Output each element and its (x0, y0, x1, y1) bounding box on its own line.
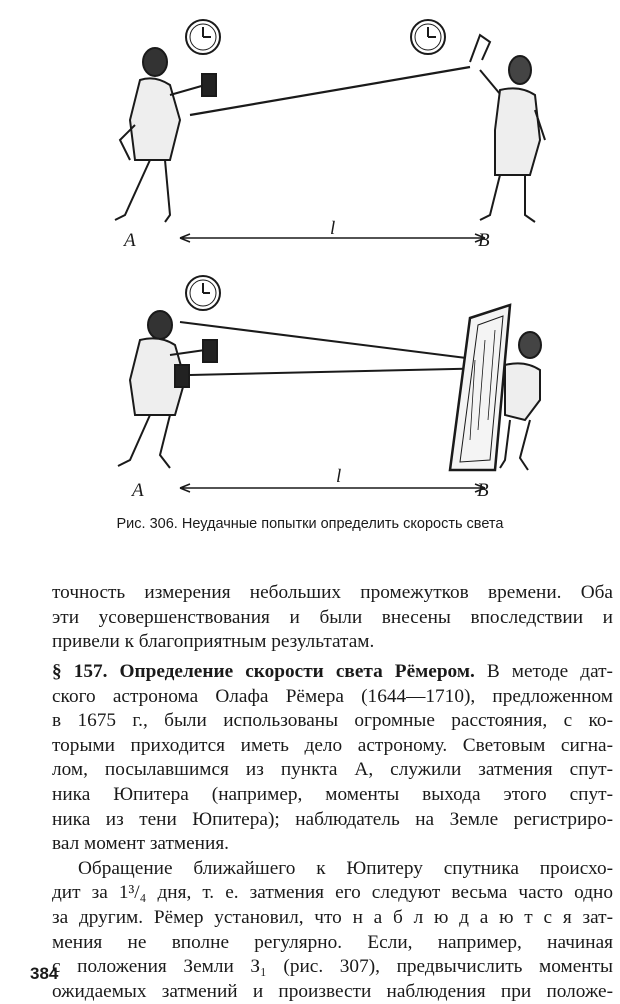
text-line: ника Юпитера (например, моменты выхода э… (52, 783, 613, 805)
distance-label: l (336, 466, 342, 487)
paragraph-1: точность измерения небольших промежутков… (52, 581, 613, 655)
observer-b-figure (499, 331, 542, 471)
observer-a-figure (114, 47, 217, 223)
reflected-signal-line (189, 367, 499, 376)
text-line: Обращение ближайшего к Юпитеру спутника … (78, 857, 613, 879)
point-a-label: A (124, 230, 136, 251)
mirror (448, 303, 512, 472)
figure-caption: Рис. 306. Неудачные попытки определить с… (116, 516, 504, 532)
clock-icon (185, 19, 221, 55)
text-line: привели к благоприятным результатам. (52, 631, 375, 653)
clock-icon (185, 275, 221, 311)
figure-306-illustration (114, 19, 546, 493)
text-line: с положения Земли З₁ (рис. 307), предвыч… (52, 956, 613, 978)
text-fragment: В методе дат- (486, 661, 613, 682)
text-line: в 1675 г., были использованы огромные ра… (52, 710, 613, 732)
section-heading: § 157. Определение скорости света Рёмеро… (52, 661, 475, 682)
text-line: мения не вполне регулярно. Если, наприме… (52, 931, 613, 953)
text-line: дит за 1³/₄ дня, т. е. затмения его след… (52, 882, 613, 904)
text-line: ника из тени Юпитера); наблюдатель на Зе… (52, 808, 613, 830)
light-signal-line (189, 65, 471, 117)
page-number: 384 (30, 964, 59, 983)
section-157: § 157. Определение скорости света Рёмеро… (52, 660, 613, 1004)
light-signal-line (179, 321, 499, 363)
point-b-label: B (478, 230, 490, 251)
distance-arrow (179, 233, 486, 243)
text-line: эти усовершенствования и были внесены вп… (52, 606, 613, 628)
point-a-label: A (132, 480, 144, 501)
text-line: ожидаемых затмений и произвести наблюден… (52, 980, 613, 1002)
distance-arrow (179, 483, 486, 493)
text-line: за другим. Рёмер установил, что н а б л … (52, 906, 613, 928)
text-line: вал момент затмения. (52, 833, 230, 855)
text-line: торыми приходится иметь дело астроному. … (52, 734, 613, 756)
text-line: ского астронома Олафа Рёмера (1644—1710)… (52, 685, 613, 707)
observer-b-figure (469, 33, 546, 223)
clock-icon (410, 19, 446, 55)
text-line: лом, посылавшимся из пункта A, служили з… (52, 759, 613, 781)
text-line: точность измерения небольших промежутков… (52, 582, 613, 603)
observer-a-figure (117, 310, 218, 469)
distance-label: l (330, 218, 336, 239)
point-b-label: B (477, 480, 489, 501)
section-first-line: § 157. Определение скорости света Рёмеро… (52, 660, 613, 685)
